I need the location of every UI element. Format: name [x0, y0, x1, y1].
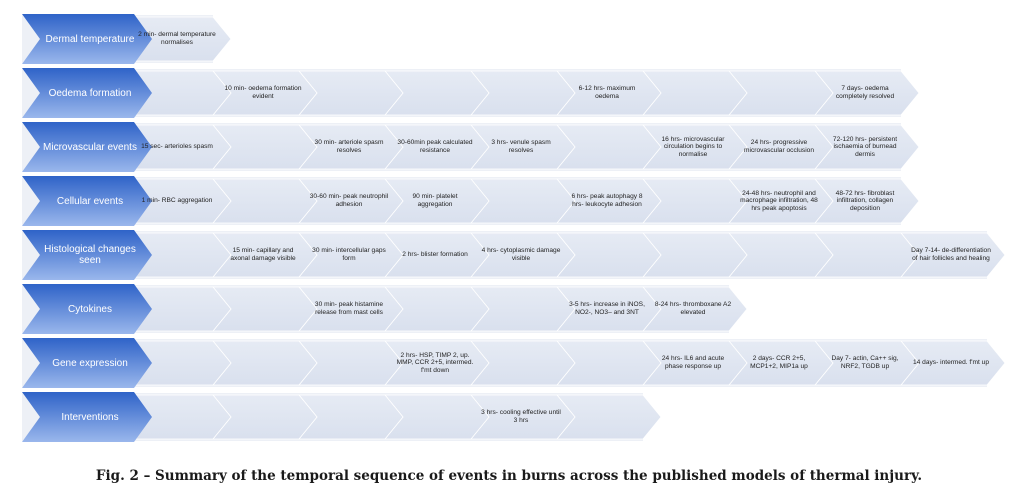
event-label	[729, 72, 823, 114]
event-label: 24 hrs- progressive microvascular occlus…	[744, 139, 814, 154]
event-label	[471, 72, 565, 114]
event-label	[471, 180, 565, 222]
row-header-chevron	[22, 122, 152, 172]
event-label	[385, 288, 479, 330]
row-header-chevron	[22, 284, 152, 334]
event-label	[557, 342, 651, 384]
event-label	[213, 126, 307, 168]
row-header-chevron	[22, 338, 152, 388]
event-label: 24-48 hrs- neutrophil and macrophage inf…	[740, 189, 818, 212]
event-label	[213, 180, 307, 222]
event-label	[127, 342, 221, 384]
event-label: Day 7- actin, Ca++ sig, NRF2, TGDB up	[831, 355, 899, 370]
event-label	[643, 72, 737, 114]
row-header-label: Oedema formation	[48, 87, 132, 99]
event-label: 30 min- arteriole spasm resolves	[314, 139, 384, 154]
event-label	[213, 288, 307, 330]
event-label	[471, 288, 565, 330]
event-label: Day 7-14- de-differentiation of hair fol…	[911, 247, 991, 262]
event-label	[299, 72, 393, 114]
event-label	[385, 72, 479, 114]
event-label: 4 hrs- cytoplasmic damage visible	[481, 247, 561, 262]
event-label	[127, 396, 221, 438]
event-label	[471, 342, 565, 384]
figure-caption: Fig. 2 – Summary of the temporal sequenc…	[95, 468, 923, 484]
row-header-label: Cellular events	[56, 195, 124, 207]
event-label	[643, 180, 737, 222]
event-label: 2 days- CCR 2+5, MCP1+2, MIP1a up	[750, 355, 808, 370]
row-header-chevron	[22, 230, 152, 280]
event-label: 48-72 hrs- fibroblast infiltration, coll…	[835, 189, 895, 212]
row-header-chevron	[22, 14, 152, 64]
event-label	[385, 396, 479, 438]
row-header-label: Gene expression	[52, 357, 128, 369]
event-label	[127, 72, 221, 114]
event-label	[557, 234, 651, 276]
event-label: 72-120 hrs- persistent ischaemia of burn…	[832, 135, 898, 158]
event-label: 10 min- oedema formation evident	[224, 85, 302, 100]
event-label: 24 hrs- IL6 and acute phase response up	[661, 355, 725, 370]
event-label: 1 min- RBC aggregation	[141, 197, 213, 205]
event-label	[213, 396, 307, 438]
event-label	[815, 234, 909, 276]
row-header-chevron	[22, 68, 152, 118]
event-label	[557, 396, 651, 438]
event-label	[213, 342, 307, 384]
row-header-chevron	[22, 176, 152, 226]
event-label: 30-60min peak calculated resistance	[397, 139, 473, 154]
row-header-label: Cytokines	[68, 303, 112, 315]
event-label	[127, 288, 221, 330]
row-header-label: Interventions	[61, 411, 119, 423]
event-label: 8-24 hrs- thromboxane A2 elevated	[654, 301, 732, 316]
row-header-label: Dermal temperature	[45, 33, 135, 45]
row-header-label: Histological changes seen	[44, 244, 136, 266]
event-label	[643, 234, 737, 276]
event-label: 14 days- intermed. f'mt up	[912, 359, 990, 367]
event-label: 16 hrs- microvascular circulation begins…	[661, 135, 725, 158]
event-label	[299, 342, 393, 384]
event-label: 3-5 hrs- increase in iNOS, NO2-, NO3– an…	[569, 301, 645, 316]
event-label	[127, 234, 221, 276]
event-label	[557, 126, 651, 168]
event-label: 15 min- capillary and axonal damage visi…	[230, 247, 296, 262]
event-label: 6-12 hrs- maximum oedema	[578, 85, 636, 100]
event-label: 30-60 min- peak neutrophil adhesion	[309, 193, 389, 208]
event-label: 2 hrs- blister formation	[402, 251, 468, 259]
event-label: 30 min- intercellular gaps form	[312, 247, 386, 262]
event-label: 7 days- oedema completely resolved	[835, 85, 895, 100]
row-header-label: Microvascular events	[43, 141, 137, 153]
event-label: 2 hrs- HSP, TIMP 2, up. MMP, CCR 2+5, in…	[396, 351, 474, 374]
event-label: 30 min- peak histamine release from mast…	[314, 301, 384, 316]
row-header-chevron	[22, 392, 152, 442]
event-label	[729, 234, 823, 276]
event-label: 2 min- dermal temperature normalises	[138, 31, 216, 46]
event-label: 3 hrs- cooling effective until 3 hrs	[481, 409, 561, 424]
event-label: 15 sec- arterioles spasm	[141, 143, 213, 151]
event-label: 3 hrs- venule spasm resolves	[491, 139, 551, 154]
event-label: 90 min- platelet aggregation	[412, 193, 458, 208]
event-label: 6 hrs- peak autophagy 8 hrs- leukocyte a…	[571, 193, 643, 208]
event-label	[299, 396, 393, 438]
